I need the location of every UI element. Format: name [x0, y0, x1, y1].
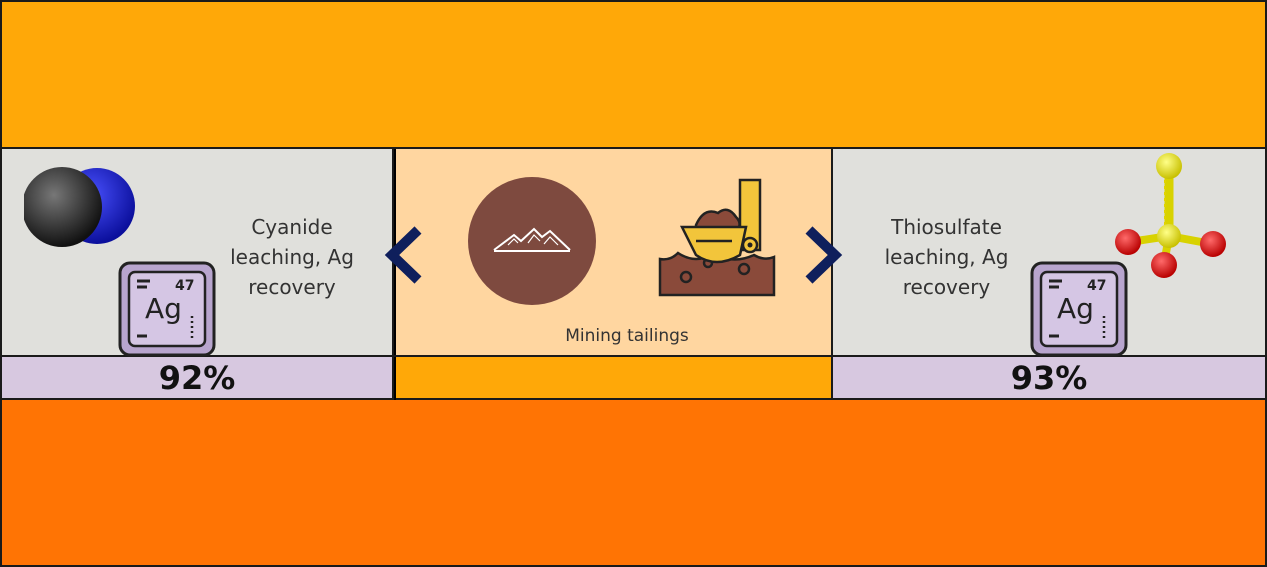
thiosulfate-process-label: Thiosulfate leaching, Ag recovery	[864, 212, 1029, 302]
element-symbol-left: Ag	[145, 292, 182, 325]
silver-element-tile-right: 47 Ag	[1030, 261, 1128, 357]
atomic-number-left: 47	[175, 278, 194, 294]
top-band	[2, 2, 1265, 149]
label-line: leaching, Ag	[230, 245, 354, 269]
tailings-label: Mining tailings	[565, 326, 689, 346]
element-symbol-right: Ag	[1057, 292, 1094, 325]
chevron-right-icon	[805, 226, 843, 284]
label-line: recovery	[248, 275, 336, 299]
center-result-cell	[396, 357, 831, 400]
mining-bucket-icon	[658, 178, 776, 297]
label-line: Thiosulfate	[891, 215, 1002, 239]
thiosulfate-recovery-value: 93%	[831, 357, 1265, 400]
atomic-number-right: 47	[1087, 278, 1106, 294]
thiosulfate-molecule-icon	[1115, 153, 1226, 278]
cyanide-process-label: Cyanide leaching, Ag recovery	[212, 212, 372, 302]
divider	[2, 355, 1265, 357]
silver-element-tile-left: 47 Ag	[118, 261, 216, 357]
cyanide-recovery-value: 92%	[2, 357, 394, 400]
mountains-icon	[468, 177, 596, 305]
label-line: leaching, Ag	[884, 245, 1009, 269]
chevron-left-icon	[384, 226, 422, 284]
label-line: recovery	[902, 275, 991, 299]
label-line: Cyanide	[251, 215, 333, 239]
bottom-band	[2, 400, 1265, 565]
cyanide-molecule-icon	[24, 167, 135, 247]
